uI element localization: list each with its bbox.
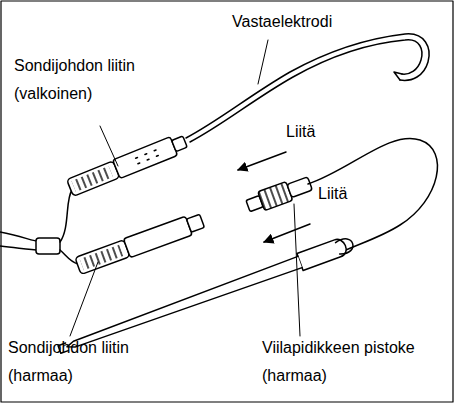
leader-line [100, 126, 118, 166]
split-sleeve [36, 238, 60, 254]
connect-arrow [238, 152, 286, 170]
part-label: Sondijohdon liitin (valkoinen) [14, 52, 174, 108]
leader-line [70, 262, 98, 336]
cable [0, 246, 40, 250]
part-label: Sondijohdon liitin (harmaa) [8, 334, 168, 390]
part-label: Viilapidikkeen pistoke (harmaa) [262, 334, 448, 390]
leader-line [258, 40, 268, 84]
grey-connector [75, 211, 206, 275]
part-label: Vastaelektrodi [232, 8, 382, 36]
cable [0, 232, 40, 242]
white-connector [66, 132, 188, 197]
clip-plug [245, 174, 314, 215]
cable [60, 250, 78, 264]
cable [60, 190, 72, 242]
clip-cable [308, 138, 437, 255]
leader-line [294, 204, 300, 336]
hook-tip [394, 72, 402, 80]
part-label: Liitä [286, 118, 346, 146]
part-label: Liitä [318, 180, 378, 208]
connect-arrow [264, 224, 310, 242]
